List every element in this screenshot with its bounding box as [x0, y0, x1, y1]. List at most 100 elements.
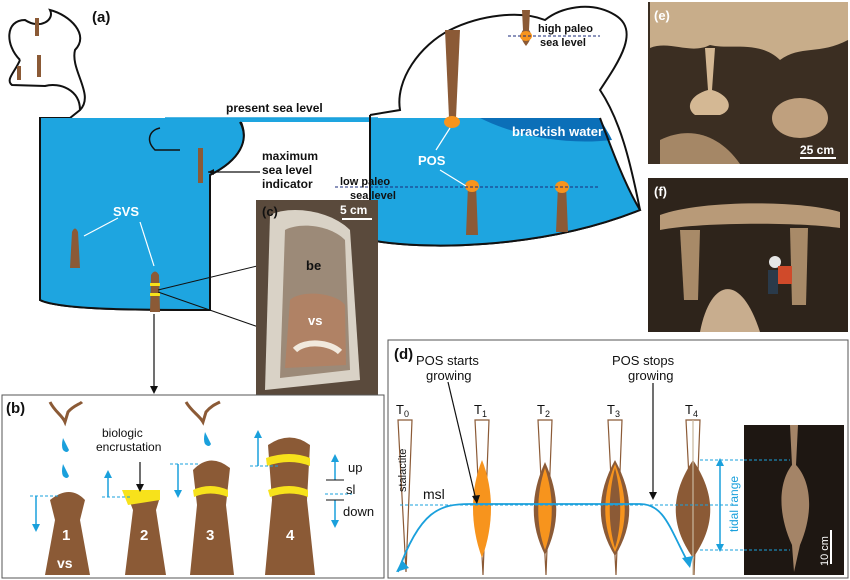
arrow-down-icon	[32, 524, 40, 532]
panel-a-left-cave	[8, 8, 370, 394]
t-index: 1	[482, 409, 487, 419]
pos-arrow	[435, 127, 451, 151]
right-cave-water	[370, 118, 640, 246]
pos-column	[445, 30, 460, 118]
encrust-label: biologic	[102, 426, 143, 440]
stage-1-stalagmite	[45, 492, 90, 575]
stalactite-label: stalactite	[397, 449, 409, 492]
arrow-head-icon	[472, 495, 480, 504]
panel-f-photo: (f)	[648, 178, 848, 332]
left-cave-ledge	[148, 127, 180, 151]
msl-label: msl	[423, 486, 445, 502]
photo-f-stalagmite	[700, 289, 760, 332]
panel-e-letter: (e)	[654, 8, 670, 23]
svs-arrow	[139, 221, 155, 267]
svg-text:T2: T2	[537, 402, 550, 419]
panel-b: (b)	[1, 394, 385, 579]
arrow-down-icon	[716, 544, 724, 552]
max-indicator-label: indicator	[262, 177, 313, 191]
svs-arrow	[83, 217, 119, 237]
svs-stalagmite-right	[150, 271, 160, 312]
t-letter: T	[537, 402, 545, 417]
t-index: 3	[615, 409, 620, 419]
svg-text:T0: T0	[396, 402, 409, 419]
drip-stalactite-icon	[184, 400, 221, 426]
photo-e-scale-bar	[800, 157, 836, 159]
arrow-up-icon	[104, 470, 112, 478]
t-letter: T	[685, 402, 693, 417]
low-paleo-stalagmite	[556, 181, 568, 232]
up-label: up	[348, 460, 362, 475]
t-label-1: T1	[474, 402, 487, 419]
stops-label: growing	[628, 368, 674, 383]
arrow-head-icon	[208, 169, 214, 175]
down-label: down	[343, 504, 374, 519]
pos-icon	[444, 116, 460, 128]
left-cave-upper	[8, 59, 81, 111]
drip-stalactite-icon	[48, 400, 84, 427]
stage-2-stalagmite	[125, 490, 166, 575]
arrow-head-icon	[136, 484, 144, 492]
encrust-icon	[193, 486, 228, 497]
photo-d-pos	[781, 425, 810, 572]
pos-label: POS	[418, 153, 446, 168]
t-label-2: T2	[537, 402, 550, 419]
photo-e-formation	[689, 48, 729, 115]
t0-stalactite	[397, 419, 413, 573]
max-indicator-label: maximum	[262, 149, 318, 163]
t-letter: T	[396, 402, 404, 417]
arrow-head-icon	[649, 492, 657, 500]
t3-pos-inner	[609, 468, 621, 548]
t-index: 4	[693, 409, 698, 419]
t-label-4: T4	[685, 402, 698, 419]
photo-f-column	[680, 230, 700, 300]
stage-vs-label: vs	[57, 555, 73, 571]
photo-c-vs-label: vs	[308, 313, 322, 328]
photo-f-diver-pack	[778, 266, 792, 284]
tidal-range-label: tidal range	[727, 476, 741, 532]
high-paleo-label: high paleo	[538, 23, 593, 35]
stage-label: 2	[140, 527, 148, 544]
left-cave-water	[40, 118, 370, 310]
stage-label: 3	[206, 527, 214, 544]
brackish-water-layer	[480, 118, 612, 142]
t-index: 0	[404, 409, 409, 419]
svs-stalagmite-left	[70, 228, 80, 268]
svs-encrust-band	[150, 283, 160, 286]
photo-c-scale-bar	[342, 218, 372, 220]
arrow-down-icon	[682, 556, 693, 568]
right-cave-floor-line	[369, 117, 642, 247]
water-drop-icon	[62, 438, 69, 452]
t1-pos	[473, 460, 491, 558]
panel-a-right-cave	[335, 5, 642, 247]
panel-d-letter: (d)	[394, 346, 413, 363]
max-indicator-label: sea level	[262, 163, 312, 177]
stage-label: 1	[62, 527, 70, 544]
arrow-head-icon	[150, 386, 158, 394]
arrow-up-icon	[331, 454, 339, 462]
panel-f-letter: (f)	[654, 184, 667, 199]
t-label-0: T0	[396, 402, 409, 419]
max-indicator-speleothem	[198, 148, 203, 183]
stalactite-icon	[17, 66, 21, 80]
arrow-up-icon	[396, 560, 409, 572]
arrow-down-icon	[174, 490, 182, 498]
pos-icon	[465, 180, 479, 192]
t-letter: T	[607, 402, 615, 417]
photo-f-table-top	[660, 203, 840, 230]
left-cave-floor-line	[39, 118, 245, 312]
photo-c-vs	[285, 293, 346, 368]
photo-d-scale-bar	[830, 530, 832, 564]
panel-a-letter: (a)	[92, 9, 110, 26]
photo-d-scale-label: 10 cm	[819, 536, 831, 566]
photo-f-diver-helmet	[769, 256, 781, 268]
water-drop-icon	[62, 464, 69, 478]
t-letter: T	[474, 402, 482, 417]
photo-f-column	[790, 228, 808, 305]
low-paleo-label: low paleo	[340, 176, 390, 188]
encrust-label: encrustation	[96, 440, 161, 454]
arrow-up-icon	[716, 458, 724, 466]
svg-text:T4: T4	[685, 402, 698, 419]
svg-text:T1: T1	[474, 402, 487, 419]
